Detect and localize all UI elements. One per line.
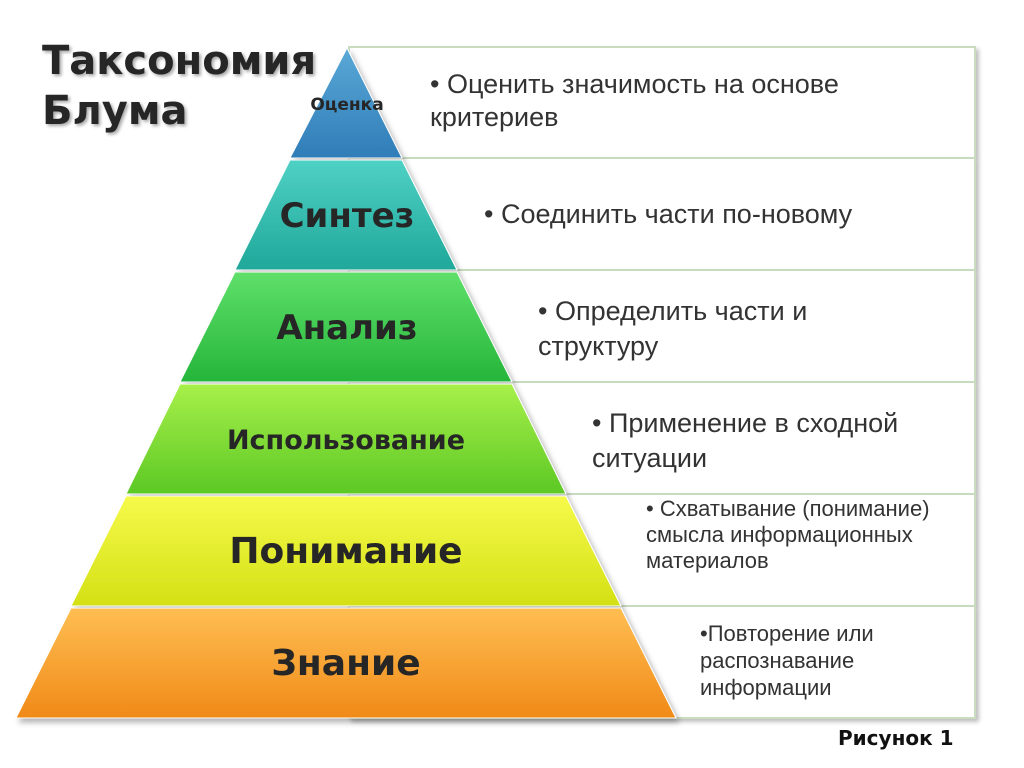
level-label-evaluation: Оценка xyxy=(310,95,383,115)
level-label-knowledge: Знание xyxy=(271,643,420,684)
pyramid-level-synthesis xyxy=(234,159,458,271)
description-synthesis: • Соединить части по-новому xyxy=(484,199,853,229)
description-application: • Применение в сходной ситуации xyxy=(592,408,899,473)
level-label-application: Использование xyxy=(227,425,465,456)
title-line-1: Таксономия xyxy=(42,38,317,84)
description-box-evaluation xyxy=(348,46,976,159)
level-label-analysis: Анализ xyxy=(276,308,417,348)
pyramid-level-knowledge xyxy=(15,607,677,719)
pyramid-level-application xyxy=(125,383,567,495)
description-knowledge: •Повторение или распознавание информации xyxy=(700,621,874,700)
level-label-synthesis: Синтез xyxy=(280,196,415,236)
pyramid-level-evaluation xyxy=(289,46,403,159)
description-evaluation: • Оценить значимость на основе критериев xyxy=(430,69,839,132)
figure-caption: Рисунок 1 xyxy=(838,726,954,750)
pyramid-level-analysis xyxy=(179,271,513,383)
title-line-2: Блума xyxy=(42,88,188,134)
diagram-title: Таксономия Блума xyxy=(42,36,316,136)
description-analysis: • Определить части и структуру xyxy=(538,296,808,361)
description-box-synthesis xyxy=(348,159,976,271)
description-comprehension: • Схватывание (понимание) смысла информа… xyxy=(646,496,930,573)
pyramid-level-comprehension xyxy=(70,495,622,607)
level-label-comprehension: Понимание xyxy=(229,531,462,572)
